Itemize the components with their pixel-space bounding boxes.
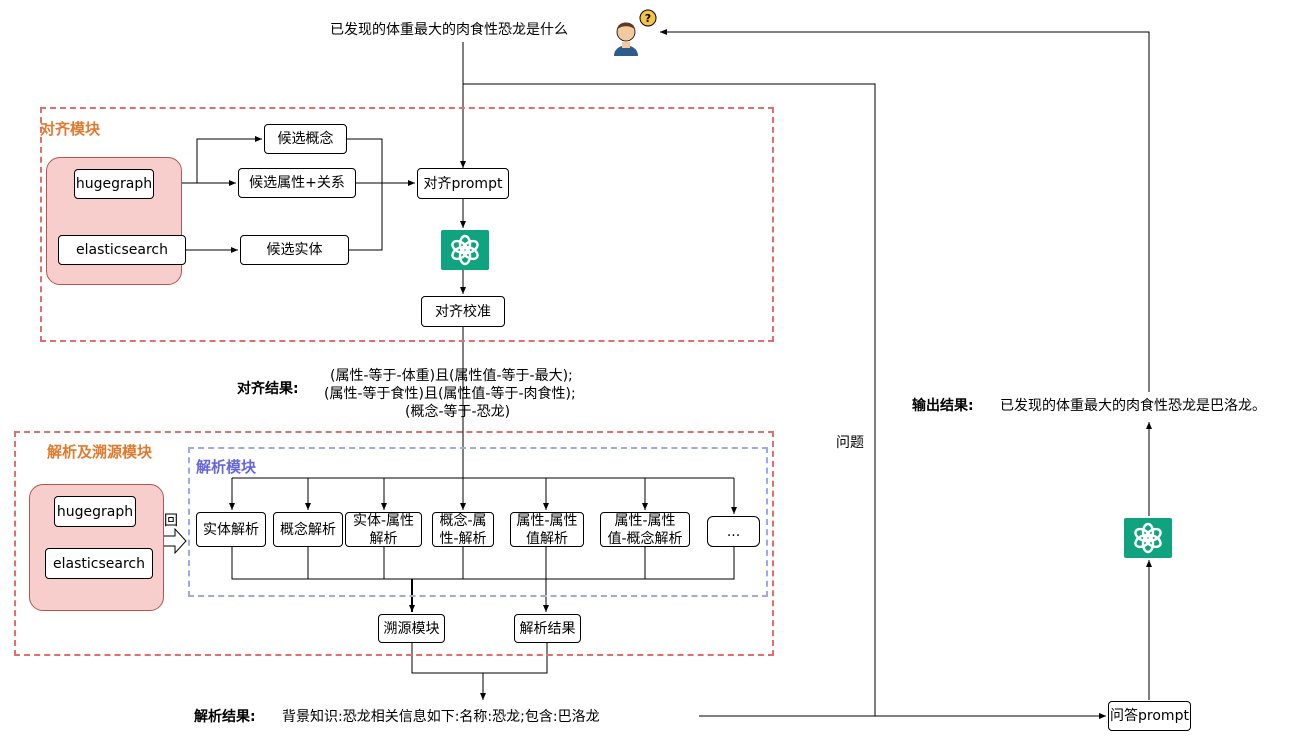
return-label: 回 xyxy=(164,513,178,529)
parse-elasticsearch-node: elasticsearch xyxy=(45,548,153,579)
parser-concept-attr: 概念-属性-解析 xyxy=(432,512,494,547)
candidate-entity-node: 候选实体 xyxy=(240,235,349,265)
parser-concept: 概念解析 xyxy=(273,512,343,547)
parse-trace-module-title: 解析及溯源模块 xyxy=(47,443,153,461)
parser-more: ... xyxy=(707,516,760,547)
question-text: 已发现的体重最大的肉食性恐龙是什么 xyxy=(330,22,568,38)
parser-bottom-bus xyxy=(231,547,735,580)
svg-text:?: ? xyxy=(645,12,651,25)
qa-prompt-node: 问答prompt xyxy=(1108,701,1191,731)
openai-logo-icon-2 xyxy=(1124,518,1172,558)
parser-entity: 实体解析 xyxy=(196,512,266,547)
user-question-icon: ? xyxy=(606,8,660,58)
align-result-label: 对齐结果: xyxy=(237,381,299,397)
concept-to-prompt xyxy=(347,138,383,183)
align-result-line-1: (属性-等于-体重)且(属性值-等于-最大); xyxy=(330,368,573,384)
question-route xyxy=(463,83,1106,719)
align-result-line-2: (属性-等于食性)且(属性值-等于-肉食性); xyxy=(324,386,576,402)
parser-attr-value: 属性-属性值解析 xyxy=(510,512,584,547)
parse-result-text: 背景知识:恐龙相关信息如下:名称:恐龙;包含:巴洛龙 xyxy=(282,709,600,725)
return-arrow xyxy=(161,527,187,555)
entity-to-prompt xyxy=(349,183,383,251)
align-elasticsearch-node: elasticsearch xyxy=(58,235,186,265)
results-join xyxy=(411,643,548,674)
parse-result-node: 解析结果 xyxy=(514,614,581,643)
align-hugegraph-node: hugegraph xyxy=(74,169,154,199)
trace-module-node: 溯源模块 xyxy=(378,614,445,643)
output-result-label: 输出结果: xyxy=(912,398,974,414)
parser-attr-value-concept: 属性-属性值-概念解析 xyxy=(600,512,690,547)
question-edge-label: 问题 xyxy=(836,435,864,451)
align-result-line-3: (概念-等于-恐龙) xyxy=(405,404,511,420)
parse-result-label: 解析结果: xyxy=(194,709,256,725)
parse-trace-module xyxy=(14,431,774,656)
openai-logo-icon xyxy=(441,230,489,270)
align-prompt-node: 对齐prompt xyxy=(417,168,509,199)
parse-hugegraph-node: hugegraph xyxy=(54,496,136,527)
candidate-attr-rel-node: 候选属性+关系 xyxy=(238,168,356,198)
output-result-text: 已发现的体重最大的肉食性恐龙是巴洛龙。 xyxy=(1000,398,1266,414)
parse-module xyxy=(188,447,768,597)
candidate-concept-node: 候选概念 xyxy=(264,124,347,154)
output-to-user xyxy=(660,29,1150,392)
align-module xyxy=(40,107,774,342)
parser-entity-attr: 实体-属性解析 xyxy=(345,512,422,547)
align-module-title: 对齐模块 xyxy=(40,120,101,138)
parse-module-title: 解析模块 xyxy=(196,458,257,476)
align-check-node: 对齐校准 xyxy=(421,296,505,327)
